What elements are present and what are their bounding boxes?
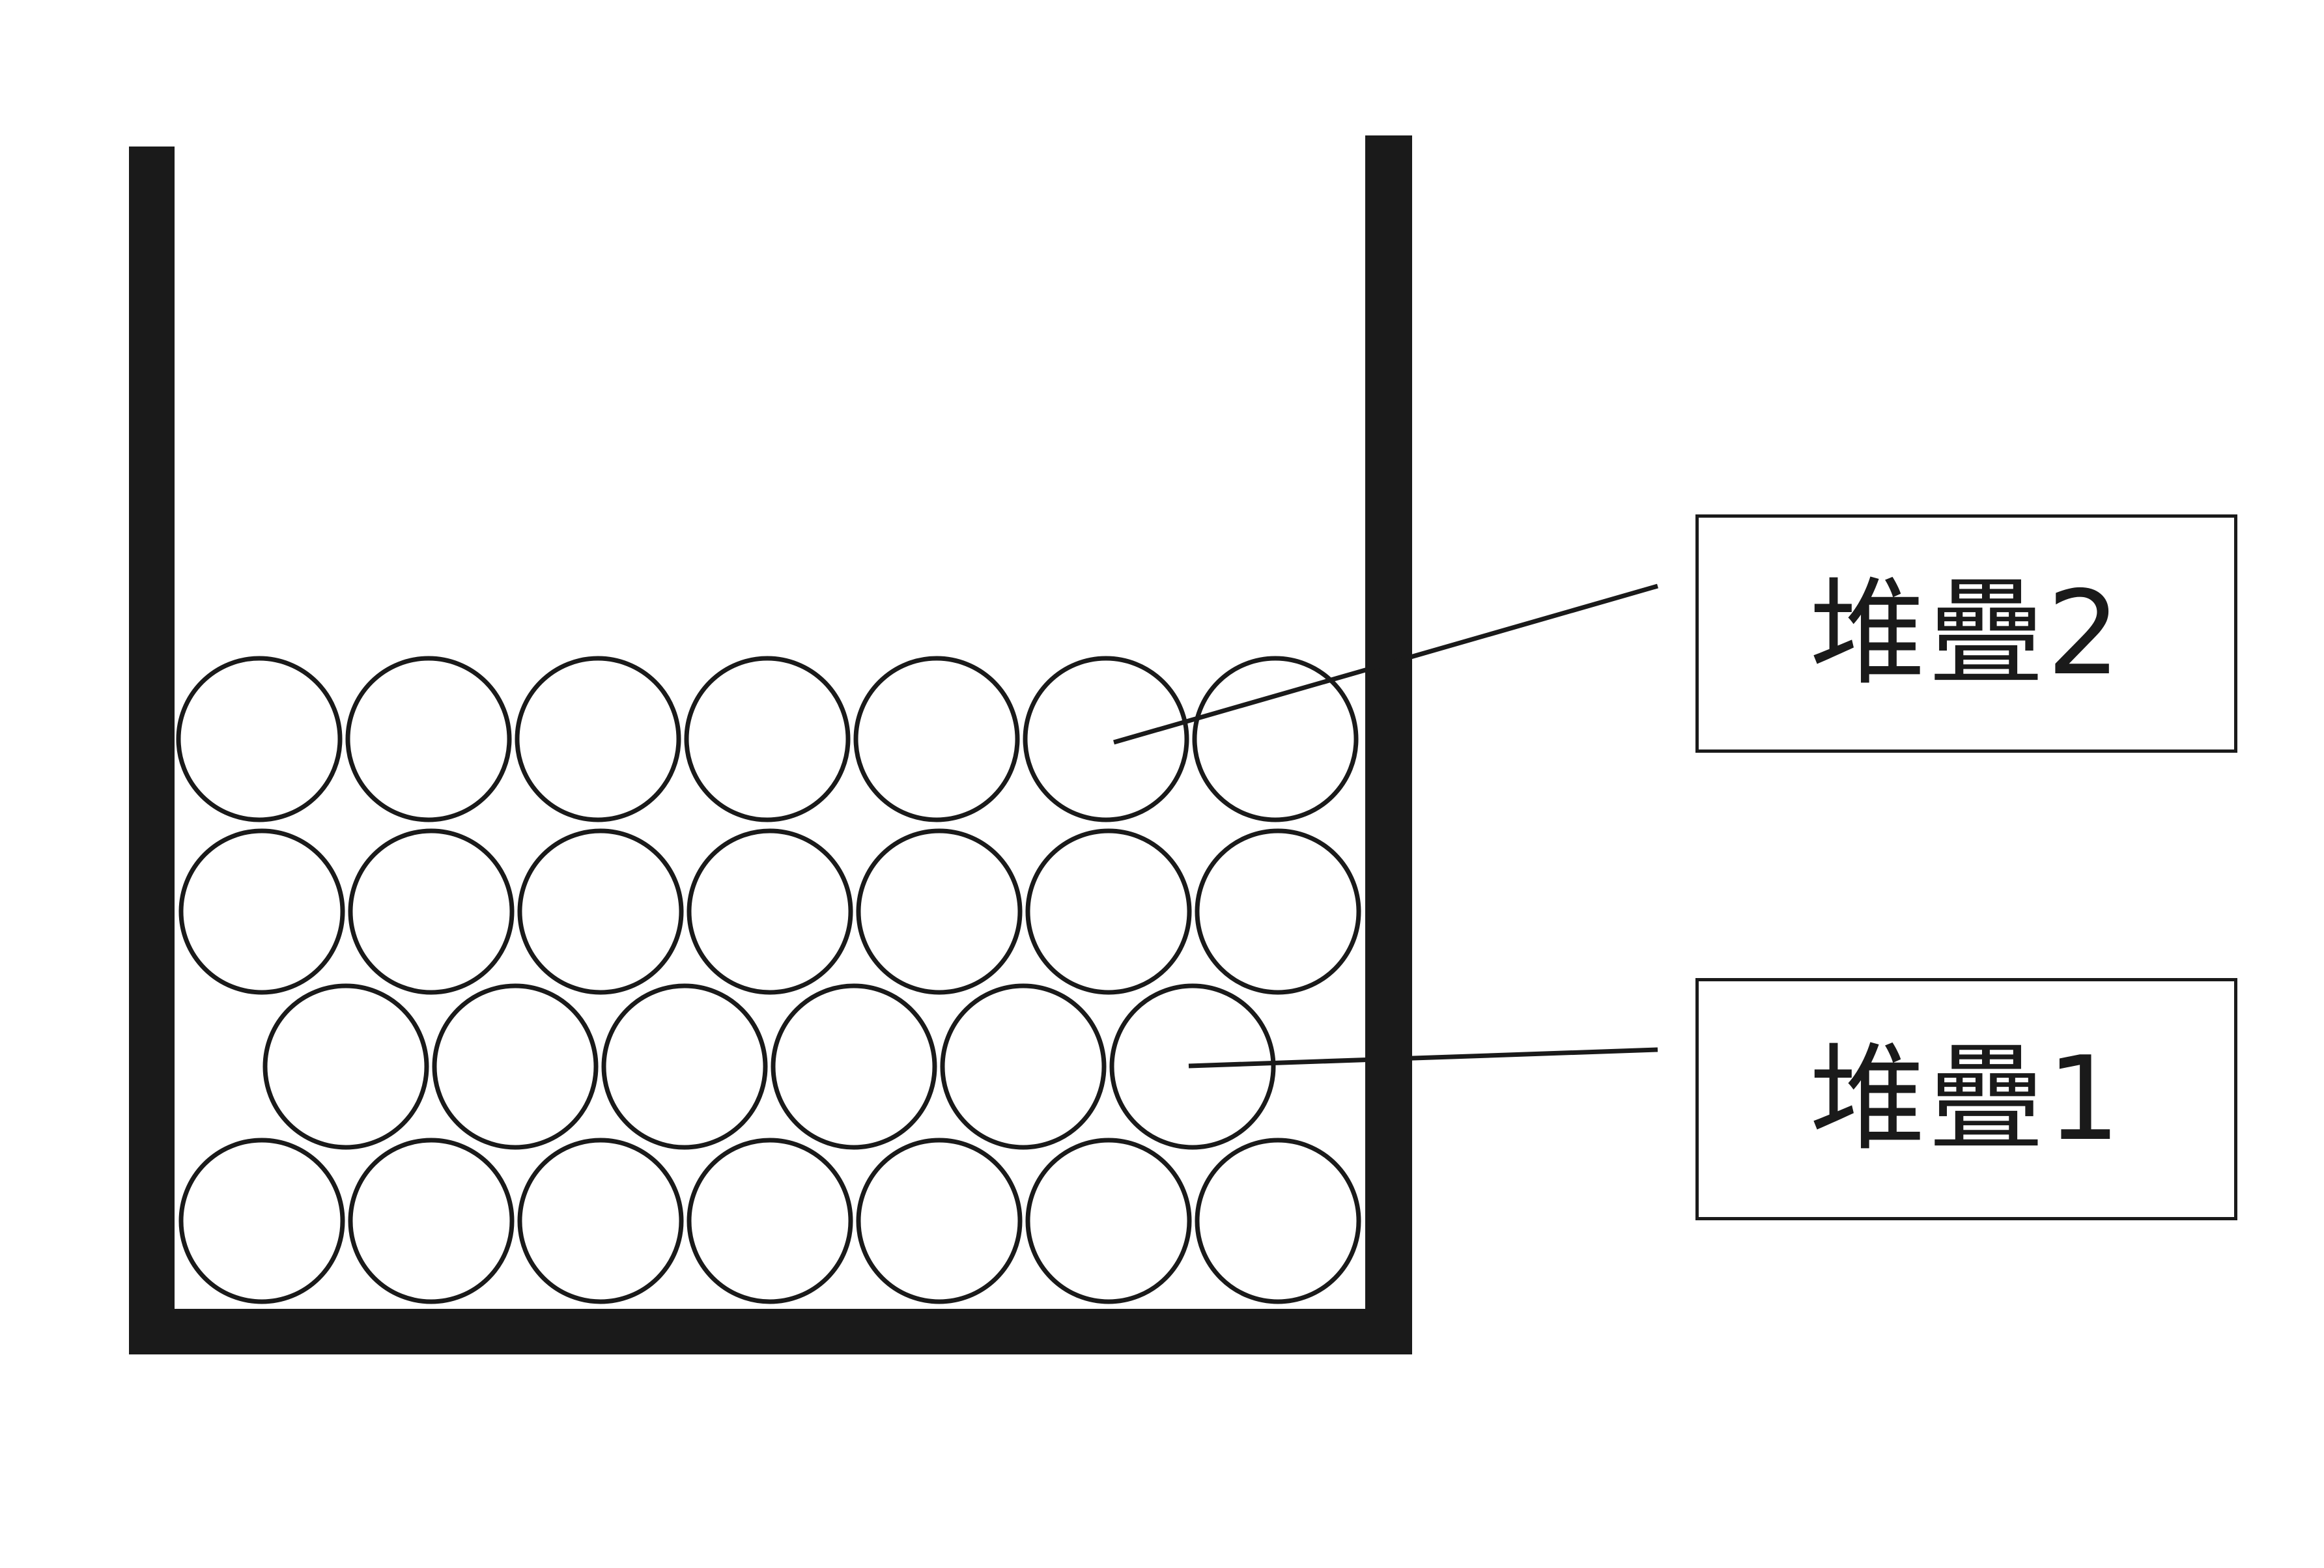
container-vessel xyxy=(129,135,1412,1354)
offset-row-sphere xyxy=(432,983,599,1150)
second-row-sphere xyxy=(348,828,515,995)
top-row-sphere xyxy=(345,656,512,822)
offset-row-sphere xyxy=(601,983,768,1150)
container-right-wall xyxy=(1365,135,1412,1354)
top-row-sphere xyxy=(853,656,1020,822)
label-stack-2: 堆疊2 xyxy=(1809,566,2123,701)
container-left-wall xyxy=(129,147,175,1354)
sphere-stack xyxy=(176,656,1361,1304)
top-row-sphere xyxy=(515,656,681,822)
bottom-row-sphere xyxy=(178,1138,345,1304)
second-row-sphere xyxy=(856,828,1023,995)
second-row-sphere xyxy=(178,828,345,995)
label-box-stack-2: 堆疊2 xyxy=(1695,514,2237,753)
leader-line-stack-1 xyxy=(1188,1047,1658,1069)
second-row-sphere xyxy=(517,828,684,995)
leader-line-stack-2 xyxy=(1113,583,1658,745)
bottom-row-sphere xyxy=(1025,1138,1192,1304)
bottom-row-sphere xyxy=(687,1138,853,1304)
top-row-sphere xyxy=(1023,656,1189,822)
label-box-stack-1: 堆疊1 xyxy=(1695,978,2237,1220)
top-row-sphere xyxy=(1192,656,1359,822)
offset-row-sphere xyxy=(771,983,937,1150)
top-row-sphere xyxy=(176,656,343,822)
second-row-sphere xyxy=(1195,828,1361,995)
container-floor xyxy=(129,1309,1412,1354)
second-row-sphere xyxy=(687,828,853,995)
bottom-row-sphere xyxy=(517,1138,684,1304)
bottom-row-sphere xyxy=(1195,1138,1361,1304)
offset-row-sphere xyxy=(262,983,429,1150)
bottom-row-sphere xyxy=(348,1138,515,1304)
offset-row-sphere xyxy=(1109,983,1276,1150)
offset-row-sphere xyxy=(940,983,1107,1150)
second-row-sphere xyxy=(1025,828,1192,995)
top-row-sphere xyxy=(684,656,851,822)
label-stack-1: 堆疊1 xyxy=(1809,1031,2123,1166)
bottom-row-sphere xyxy=(856,1138,1023,1304)
